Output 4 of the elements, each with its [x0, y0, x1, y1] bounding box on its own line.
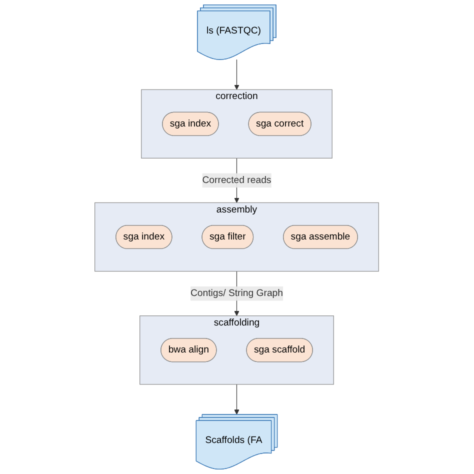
- arrow: [234, 59, 240, 90]
- edge-label: Corrected reads: [202, 175, 272, 186]
- arrow: [234, 384, 240, 415]
- edge-label: Contigs/ String Graph: [190, 288, 284, 298]
